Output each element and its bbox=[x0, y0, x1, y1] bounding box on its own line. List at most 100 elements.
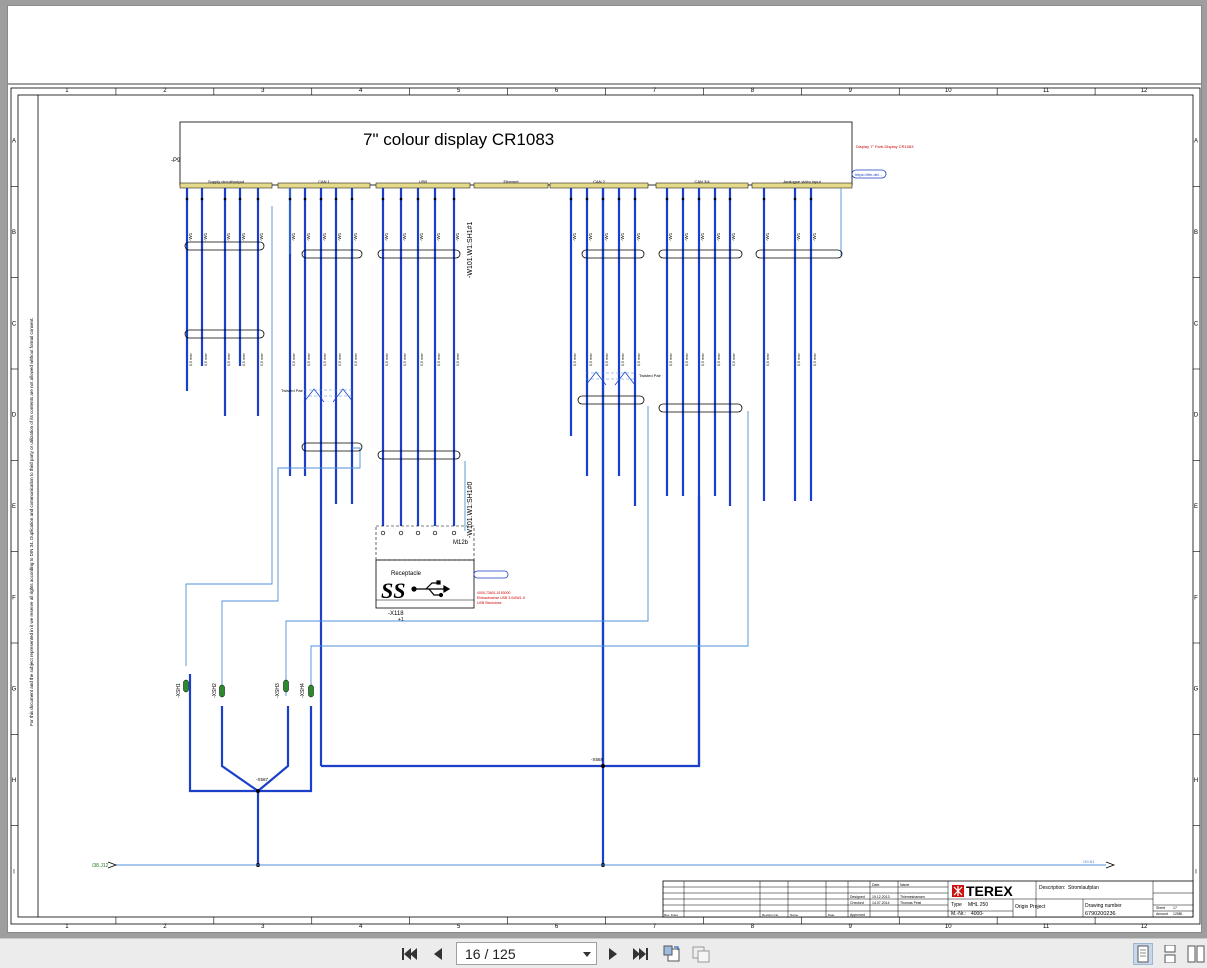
svg-text:0,5 mm²: 0,5 mm² bbox=[621, 352, 625, 366]
two-page-view-icon[interactable] bbox=[1186, 943, 1206, 965]
last-page-icon[interactable] bbox=[630, 943, 652, 965]
twisted-pair-label-left: Twisted Pair bbox=[281, 388, 303, 393]
svg-text:0,5 mm²: 0,5 mm² bbox=[701, 352, 705, 366]
svg-text:0,5 mm²: 0,5 mm² bbox=[204, 352, 208, 366]
column-number: 6 bbox=[555, 924, 559, 930]
svg-text:0,5 mm²: 0,5 mm² bbox=[797, 352, 801, 366]
column-number: 2 bbox=[163, 924, 167, 930]
single-page-view-icon[interactable] bbox=[1133, 943, 1153, 965]
svg-text:-W1: -W1 bbox=[812, 232, 817, 241]
page-number-select[interactable]: 16 / 125 bbox=[456, 942, 597, 965]
svg-text:-W1: -W1 bbox=[620, 232, 625, 241]
shield-connector bbox=[308, 684, 314, 698]
tb-type-label: Type bbox=[951, 902, 962, 908]
tb-date-label: Date bbox=[872, 883, 879, 887]
tb-revision-no: Revision No. bbox=[762, 913, 779, 917]
svg-text:-W1: -W1 bbox=[700, 232, 705, 241]
device-title: 7" colour display CR1083 bbox=[363, 130, 554, 149]
svg-text:-W1: -W1 bbox=[322, 232, 327, 241]
svg-text:-W1: -W1 bbox=[384, 232, 389, 241]
svg-text:-W1: -W1 bbox=[337, 232, 342, 241]
next-page-icon[interactable] bbox=[603, 943, 623, 965]
svg-text:0,5 mm²: 0,5 mm² bbox=[354, 352, 358, 366]
bus-right-ref: /39.B1 bbox=[1083, 859, 1095, 864]
row-letter: E bbox=[1194, 504, 1198, 510]
svg-text:-W1: -W1 bbox=[684, 232, 689, 241]
column-number: 1 bbox=[65, 924, 69, 930]
svg-text:-W1: -W1 bbox=[226, 232, 231, 241]
svg-text:-W1: -W1 bbox=[731, 232, 736, 241]
pin-group-label: Ethernet bbox=[503, 179, 519, 184]
row-letter: F bbox=[12, 595, 16, 601]
prev-page-icon[interactable] bbox=[428, 943, 448, 965]
svg-text:-W1: -W1 bbox=[241, 232, 246, 241]
cable-label-2: -W101.W1:SH1#0 bbox=[467, 481, 474, 538]
shield-connector bbox=[219, 684, 225, 698]
title-block: Date Name Designed 19.12.2013 Thiemeshan… bbox=[662, 880, 1194, 918]
column-number: 5 bbox=[457, 924, 461, 930]
tb-drawing-number-label: Drawing number bbox=[1085, 903, 1122, 909]
svg-text:-W1: -W1 bbox=[306, 232, 311, 241]
svg-text:0,5 mm²: 0,5 mm² bbox=[456, 352, 460, 366]
junction-dot bbox=[601, 764, 605, 768]
svg-text:-W1: -W1 bbox=[765, 232, 770, 241]
row-letter: C bbox=[1194, 321, 1199, 327]
tb-description-label: Description: bbox=[1039, 885, 1065, 891]
usb-receptacle-label: Receptacle bbox=[391, 571, 422, 577]
row-letter: F bbox=[1194, 595, 1198, 601]
pin-group-label: CAN 1 bbox=[318, 179, 331, 184]
svg-text:0,5 mm²: 0,5 mm² bbox=[685, 352, 689, 366]
svg-text:-W1: -W1 bbox=[436, 232, 441, 241]
svg-text:0,5 mm²: 0,5 mm² bbox=[637, 352, 641, 366]
row-letter: I bbox=[1195, 869, 1197, 875]
svg-text:-W1: -W1 bbox=[604, 232, 609, 241]
tb-checked-label: Checked bbox=[850, 901, 864, 905]
column-number: 9 bbox=[849, 924, 853, 930]
link-badge[interactable] bbox=[851, 169, 887, 179]
viewer-toolbar: 16 / 125 bbox=[0, 938, 1207, 968]
cable-label-1: -W101.W1:SH1#1 bbox=[467, 221, 474, 278]
link-badge-text: https://ifm.de/... bbox=[855, 172, 882, 177]
row-letter: E bbox=[12, 504, 16, 510]
tb-sheet-label: Sheet bbox=[1156, 906, 1165, 910]
column-number: 3 bbox=[261, 88, 265, 94]
column-number: 8 bbox=[751, 88, 755, 94]
svg-text:-W1: -W1 bbox=[796, 232, 801, 241]
column-number: 3 bbox=[261, 924, 265, 930]
twisted-pair-marks bbox=[303, 371, 636, 403]
usb-code: M12b bbox=[453, 540, 469, 546]
row-letter: C bbox=[12, 321, 17, 327]
shield-ref: -XSH2 bbox=[212, 683, 218, 698]
column-number: 6 bbox=[555, 88, 559, 94]
shield-wires bbox=[185, 188, 842, 696]
svg-text:-W1: -W1 bbox=[455, 232, 460, 241]
continuous-view-icon[interactable] bbox=[1160, 943, 1180, 965]
svg-text:-W1: -W1 bbox=[668, 232, 673, 241]
tb-designed-date: 19.12.2013 bbox=[872, 895, 890, 899]
usb-link-badge[interactable] bbox=[473, 570, 509, 579]
first-page-icon[interactable] bbox=[398, 943, 420, 965]
pin-group-label: CAN 3/4 bbox=[694, 179, 710, 184]
row-letter: A bbox=[12, 139, 16, 145]
column-number: 5 bbox=[457, 88, 461, 94]
device-ref: -P9 bbox=[171, 158, 181, 164]
shield-connector bbox=[183, 679, 189, 693]
rotate-icon[interactable] bbox=[661, 943, 683, 965]
twisted-pair-dashes bbox=[304, 372, 635, 397]
row-letter: G bbox=[1194, 687, 1199, 693]
tb-rev-name: Name bbox=[790, 913, 798, 917]
tb-mnr-label: M.-Nr.: bbox=[951, 911, 966, 917]
usb-ref: -X118 bbox=[388, 611, 404, 617]
usb-ref2: +1 bbox=[398, 617, 404, 623]
snapshot-icon[interactable] bbox=[690, 943, 712, 965]
shield-ref: -XSH4 bbox=[300, 683, 306, 698]
pin-strip bbox=[655, 182, 749, 189]
usb-note-1: 4000-73601-0150000 bbox=[477, 591, 511, 595]
usb-note-2: Einbaubuchse USB 3.0/AW1-S bbox=[477, 596, 526, 600]
svg-text:-W1: -W1 bbox=[203, 232, 208, 241]
svg-text:0,5 mm²: 0,5 mm² bbox=[242, 352, 246, 366]
pin-strip bbox=[751, 182, 853, 189]
svg-text:0,5 mm²: 0,5 mm² bbox=[717, 352, 721, 366]
